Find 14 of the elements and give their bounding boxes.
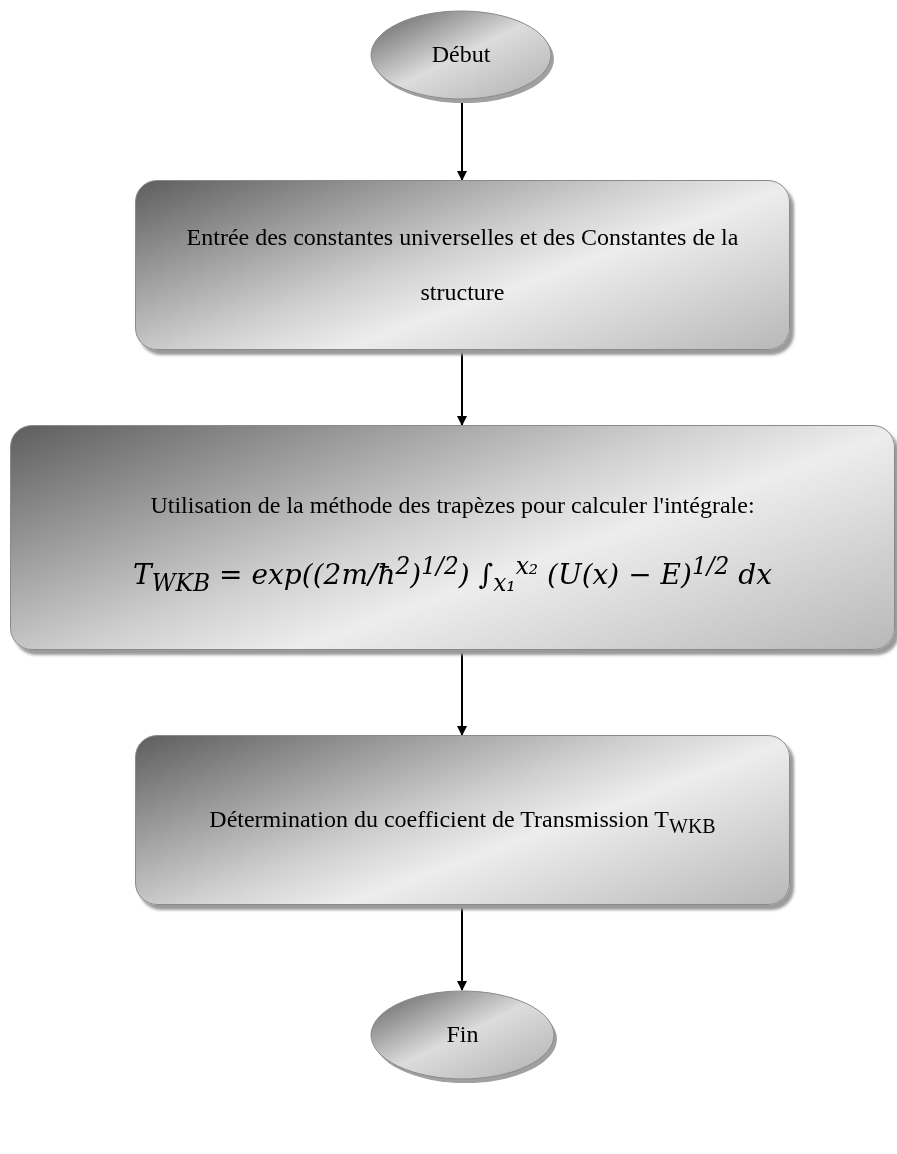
node-text: Entrée des constantes universelles et des Constantes de la structure xyxy=(185,222,740,307)
process-box xyxy=(135,180,790,350)
terminal-oval xyxy=(370,10,552,100)
arrow xyxy=(457,351,467,426)
arrow xyxy=(457,651,467,736)
formula: T$_{WKB}$ = exp((2m/ħ$^{2}$)$^{1/2}$) ∫$_{x₁}$$^{x₂}$ (U(x) − E)$^{1/2}$ dx xyxy=(132,551,773,597)
process-box xyxy=(10,425,895,650)
node-text: Détermination du coefficient de Transmission T$_{WKB}$ xyxy=(209,804,716,839)
arrow xyxy=(457,906,467,991)
terminal-oval xyxy=(370,990,555,1080)
process-box xyxy=(135,735,790,905)
node-text: Utilisation de la méthode des trapèzes pour calculer l'intégrale: xyxy=(150,491,755,521)
node-text: Début xyxy=(431,40,491,70)
node-text: Fin xyxy=(446,1020,479,1050)
